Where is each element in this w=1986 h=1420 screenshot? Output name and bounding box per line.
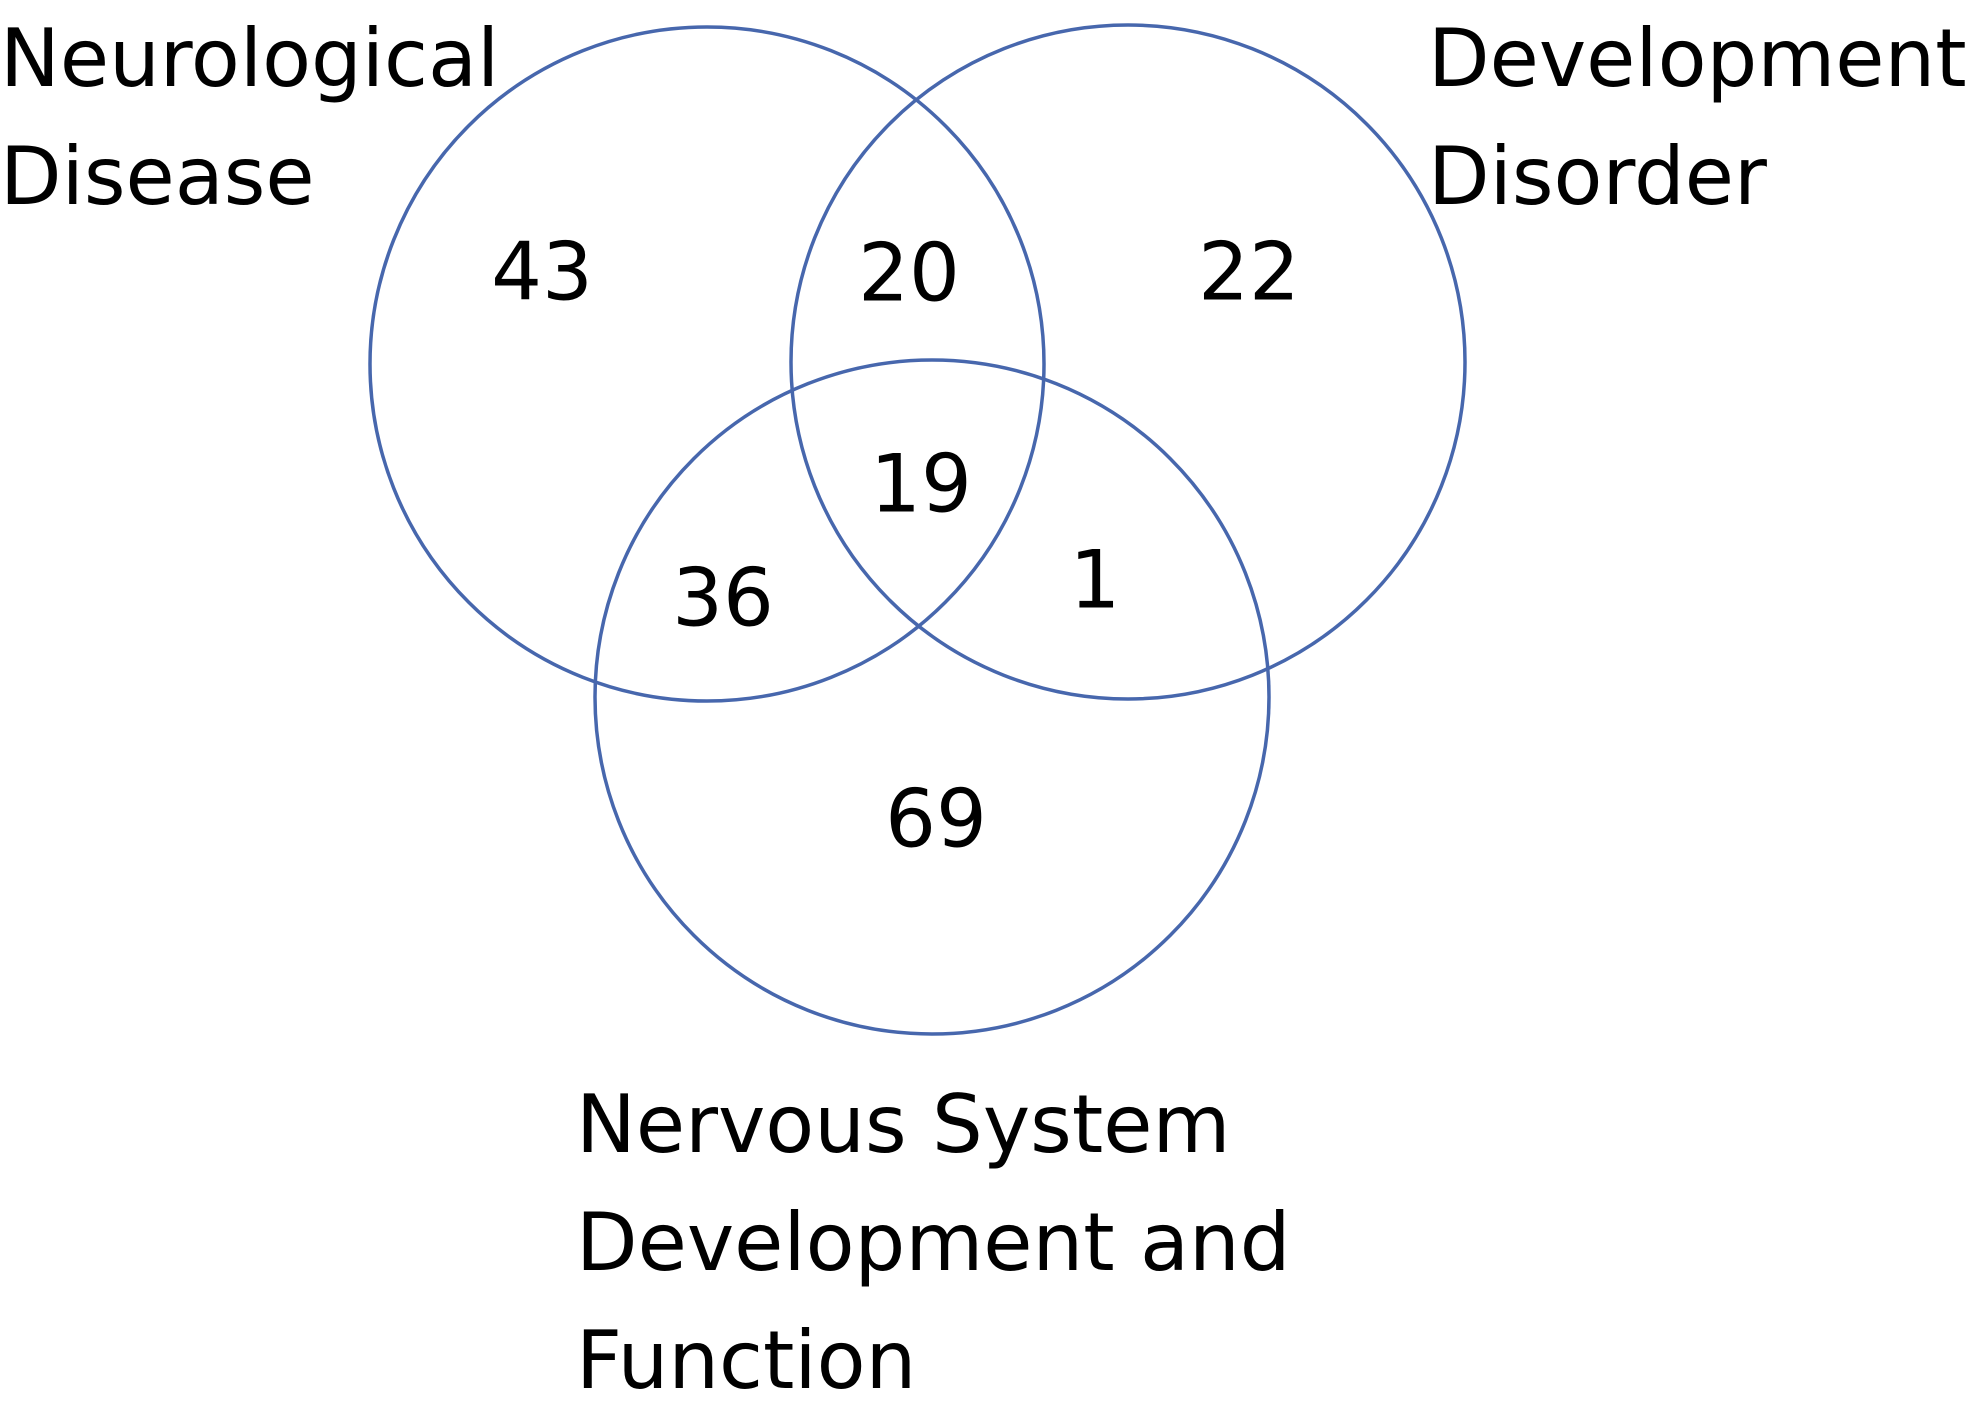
label-nervous-system-line-3: Function [576,1314,917,1407]
label-nervous-system-line-1: Nervous System [576,1078,1231,1171]
circle-nervous-system-development [593,358,1271,1036]
label-neurological-disease: Neurological Disease [0,0,499,236]
label-neurological-disease-line-1: Neurological [0,12,500,105]
label-development-disorder-line-2: Disorder [1428,130,1767,223]
count-development-disorder-only: 22 [1198,226,1300,319]
count-neurological-only: 43 [491,226,593,319]
label-neurological-disease-line-2: Disease [0,130,315,223]
label-development-disorder: Development Disorder [1428,0,1967,236]
circle-development-disorder [789,23,1467,701]
count-all-three: 19 [870,438,972,531]
count-development-disorder-nervous-system: 1 [1070,534,1121,627]
label-development-disorder-line-1: Development [1428,12,1967,105]
label-nervous-system-development: Nervous System Development and Function [576,1066,1291,1420]
count-nervous-system-only: 69 [885,773,987,866]
circle-neurological-disease [368,25,1046,703]
label-nervous-system-line-2: Development and [576,1196,1291,1289]
count-neurological-nervous-system: 36 [672,552,774,645]
count-neurological-development-disorder: 20 [858,227,960,320]
